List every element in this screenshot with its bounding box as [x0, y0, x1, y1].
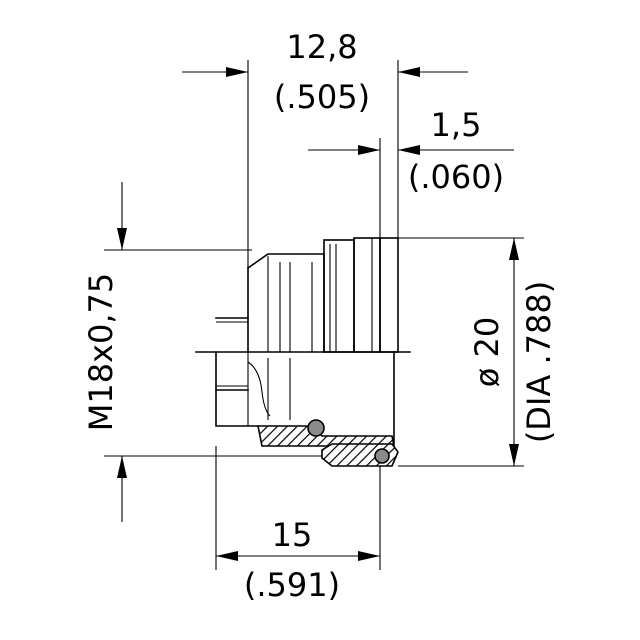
- rear-body-outline: [246, 253, 325, 353]
- dimension-thread: M18x0,75: [82, 182, 127, 522]
- dimension-flange: 1,5 (.060): [308, 106, 514, 196]
- o-ring-rear: [307, 419, 325, 437]
- length-metric-label: 12,8: [286, 28, 357, 66]
- overall-imperial-label: (.591): [244, 566, 340, 604]
- thread-section: [323, 239, 355, 353]
- o-ring-front: [374, 448, 390, 464]
- length-imperial-label: (.505): [274, 78, 370, 116]
- extension-lines: [104, 60, 524, 570]
- dimension-length: 12,8 (.505): [182, 28, 468, 116]
- dimension-diameter: ø 20 (DIA .788): [468, 238, 558, 466]
- connector-body: [195, 237, 411, 467]
- dimension-overall: 15 (.591): [216, 516, 380, 604]
- diameter-metric-label: ø 20: [468, 317, 506, 387]
- flange-lip: [379, 237, 399, 353]
- thread-label: M18x0,75: [82, 273, 120, 432]
- front-flange: [353, 237, 381, 353]
- flange-metric-label: 1,5: [431, 106, 482, 144]
- diameter-imperial-label: (DIA .788): [520, 281, 558, 443]
- overall-metric-label: 15: [272, 516, 313, 554]
- flange-imperial-label: (.060): [408, 158, 504, 196]
